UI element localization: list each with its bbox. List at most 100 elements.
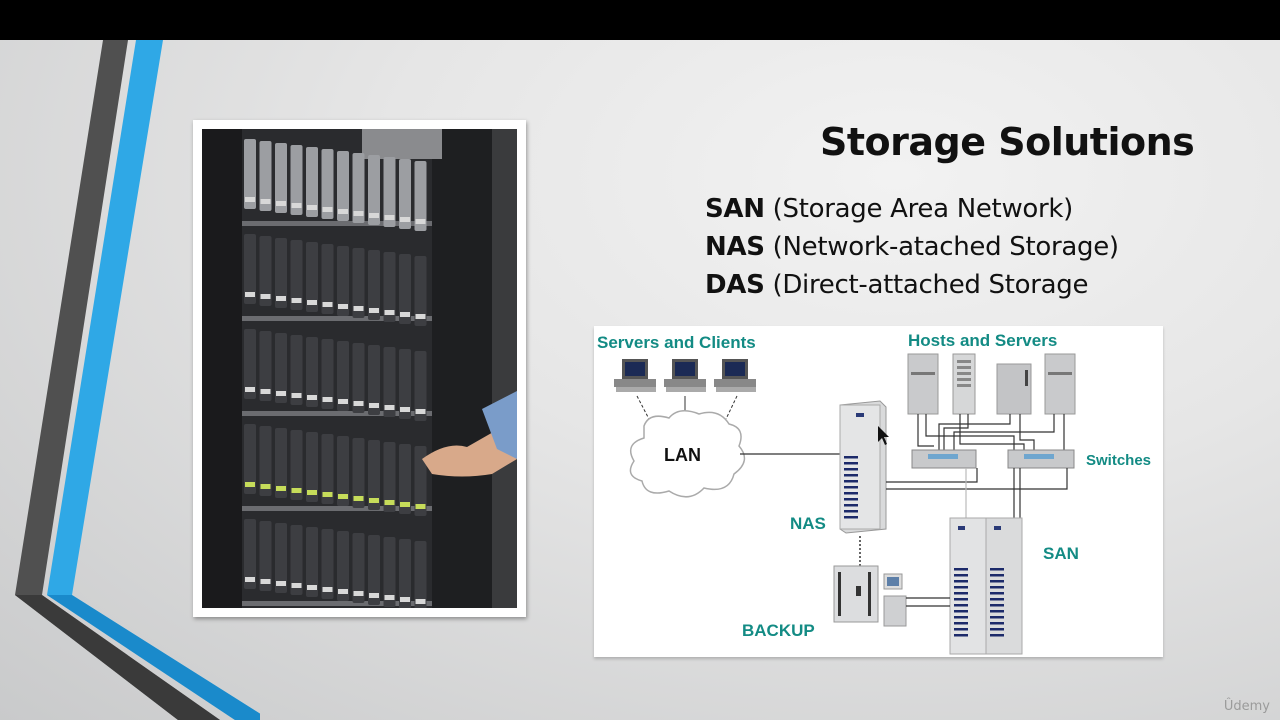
drive-label: [291, 583, 302, 588]
drive-bay: [399, 349, 411, 419]
drive-bay: [414, 541, 427, 608]
drive-label: [369, 308, 379, 313]
drive-label: [307, 490, 317, 495]
drive-label: [245, 292, 255, 297]
slide-title: Storage Solutions: [820, 120, 1195, 164]
rack-shelf: [242, 316, 432, 321]
drive-bay: [275, 523, 287, 593]
drive-label: [276, 486, 286, 491]
rack-shelf: [242, 601, 432, 606]
drive-bay: [368, 155, 380, 225]
bullet-desc: (Storage Area Network): [764, 194, 1074, 224]
gray-stripe: [15, 40, 220, 720]
drive-label: [353, 591, 364, 596]
drive-bay: [275, 143, 287, 213]
drive-label: [322, 397, 333, 402]
network-switch-icon: [1007, 449, 1075, 469]
bullet-nas: NAS (Network-atached Storage): [705, 228, 1119, 266]
drive-label: [384, 310, 395, 315]
bullet-das: DAS (Direct-attached Storage: [705, 266, 1119, 304]
drive-label: [400, 312, 410, 317]
drive-bay: [259, 521, 272, 591]
server-rack-photo-frame: [193, 120, 526, 617]
drive-label: [400, 597, 410, 602]
rack-shelf: [242, 506, 432, 511]
drive-bay: [352, 533, 365, 603]
drive-bay: [383, 537, 396, 607]
drive-bay: [290, 430, 303, 500]
drive-label: [260, 484, 271, 489]
drive-label: [307, 205, 317, 210]
nas-server-icon: [839, 400, 887, 534]
drive-label: [260, 389, 271, 394]
drive-label: [369, 403, 379, 408]
drive-label: [291, 488, 302, 493]
label-hosts-and-servers: Hosts and Servers: [908, 331, 1058, 350]
drive-label: [338, 399, 348, 404]
drive-label: [369, 213, 379, 218]
drive-bay: [352, 438, 365, 508]
drive-bay: [399, 254, 411, 324]
drive-bay: [352, 343, 365, 413]
drive-bay: [383, 157, 396, 227]
drive-label: [384, 500, 395, 505]
drive-bay: [414, 351, 427, 421]
drive-label: [260, 199, 271, 204]
drive-label: [245, 387, 255, 392]
drive-label: [369, 498, 379, 503]
bullet-desc: (Direct-attached Storage: [764, 270, 1089, 300]
drive-bay: [399, 159, 411, 229]
drive-bay: [259, 141, 272, 211]
drive-label: [415, 409, 426, 414]
client-computer-icon: [614, 359, 656, 392]
lan-cloud-icon: [629, 410, 746, 498]
label-nas: NAS: [790, 514, 826, 533]
drive-bay: [383, 252, 396, 322]
drive-bay: [290, 525, 303, 595]
bullet-term: DAS: [705, 270, 765, 300]
drive-label: [291, 298, 302, 303]
drive-label: [291, 203, 302, 208]
bullet-desc: (Network-atached Storage): [764, 232, 1119, 262]
drive-bay: [306, 242, 318, 312]
drive-bay: [321, 339, 334, 409]
mouse-cursor-icon: [878, 426, 889, 445]
drive-label: [415, 314, 426, 319]
drive-label: [307, 585, 317, 590]
storage-network-diagram: Servers and Clients Hosts and Servers LA…: [594, 326, 1163, 657]
server-rack-illustration: [202, 129, 517, 608]
drive-bay: [275, 238, 287, 308]
blue-stripe: [47, 40, 260, 720]
drive-bay: [383, 442, 396, 512]
drive-label: [384, 595, 395, 600]
drive-bay: [368, 535, 380, 605]
drive-label: [322, 492, 333, 497]
drive-bay: [368, 250, 380, 320]
drive-bay: [321, 434, 334, 504]
client-computer-icon: [664, 359, 706, 392]
drive-bay: [275, 333, 287, 403]
drive-label: [276, 201, 286, 206]
rack-shelf: [242, 411, 432, 416]
server-rack-photo: [202, 129, 517, 608]
video-top-bar: [0, 0, 1280, 40]
label-backup: BACKUP: [742, 621, 815, 640]
drive-bay: [368, 345, 380, 415]
drive-bay: [244, 234, 256, 304]
drive-bay: [244, 519, 256, 589]
network-switch-icon: [911, 449, 977, 469]
drive-label: [276, 391, 286, 396]
bullet-san: SAN (Storage Area Network): [705, 190, 1119, 228]
drive-label: [322, 587, 333, 592]
drive-label: [291, 393, 302, 398]
host-server-icon: [907, 353, 939, 415]
blue-stripe-lower: [47, 595, 260, 720]
drive-bay: [290, 335, 303, 405]
drive-bay: [306, 147, 318, 217]
host-server-icon: [952, 353, 976, 415]
drive-label: [353, 401, 364, 406]
drive-bay: [306, 337, 318, 407]
drive-bay: [368, 440, 380, 510]
drive-bay: [306, 432, 318, 502]
drive-bay: [352, 153, 365, 223]
